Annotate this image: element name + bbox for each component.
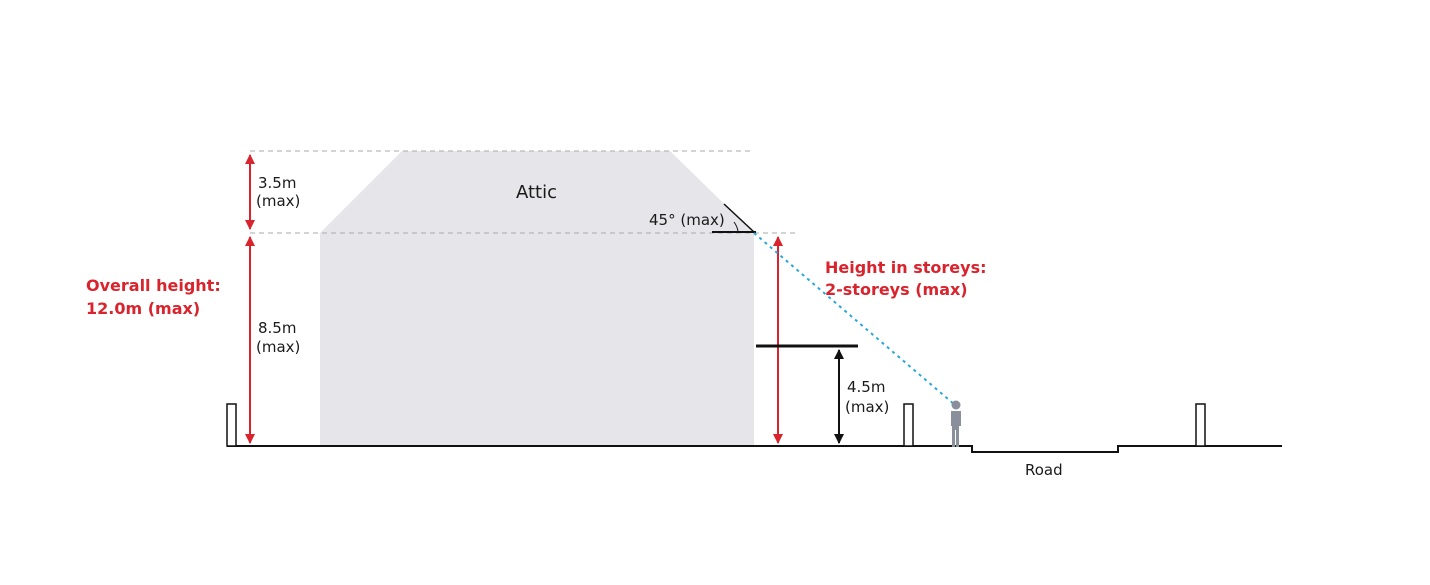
storeys-label-line2: 2-storeys (max) xyxy=(825,280,968,299)
fence-post-front xyxy=(903,403,914,447)
ground-line xyxy=(227,445,1282,453)
attic-height-value: 3.5m xyxy=(258,174,296,192)
sight-line xyxy=(753,232,956,406)
wall-height-qualifier: (max) xyxy=(256,338,300,356)
attic-height-qualifier: (max) xyxy=(256,192,300,210)
building-body xyxy=(320,151,754,446)
front-height-value: 4.5m xyxy=(847,378,885,396)
road-label: Road xyxy=(1025,461,1063,479)
overall-height-label-line2: 12.0m (max) xyxy=(86,299,200,318)
person-silhouette-icon xyxy=(951,400,961,447)
angle-arc xyxy=(733,221,739,232)
roof-angle-label: 45° (max) xyxy=(649,211,725,229)
attic-label: Attic xyxy=(516,182,557,203)
overall-height-label-line1: Overall height: xyxy=(86,276,221,295)
wall-height-value: 8.5m xyxy=(258,319,296,337)
angle-slope-line xyxy=(723,203,755,233)
fence-post-left xyxy=(226,403,237,447)
fence-post-far xyxy=(1195,403,1206,447)
storeys-label-line1: Height in storeys: xyxy=(825,258,987,277)
front-height-qualifier: (max) xyxy=(845,398,889,416)
